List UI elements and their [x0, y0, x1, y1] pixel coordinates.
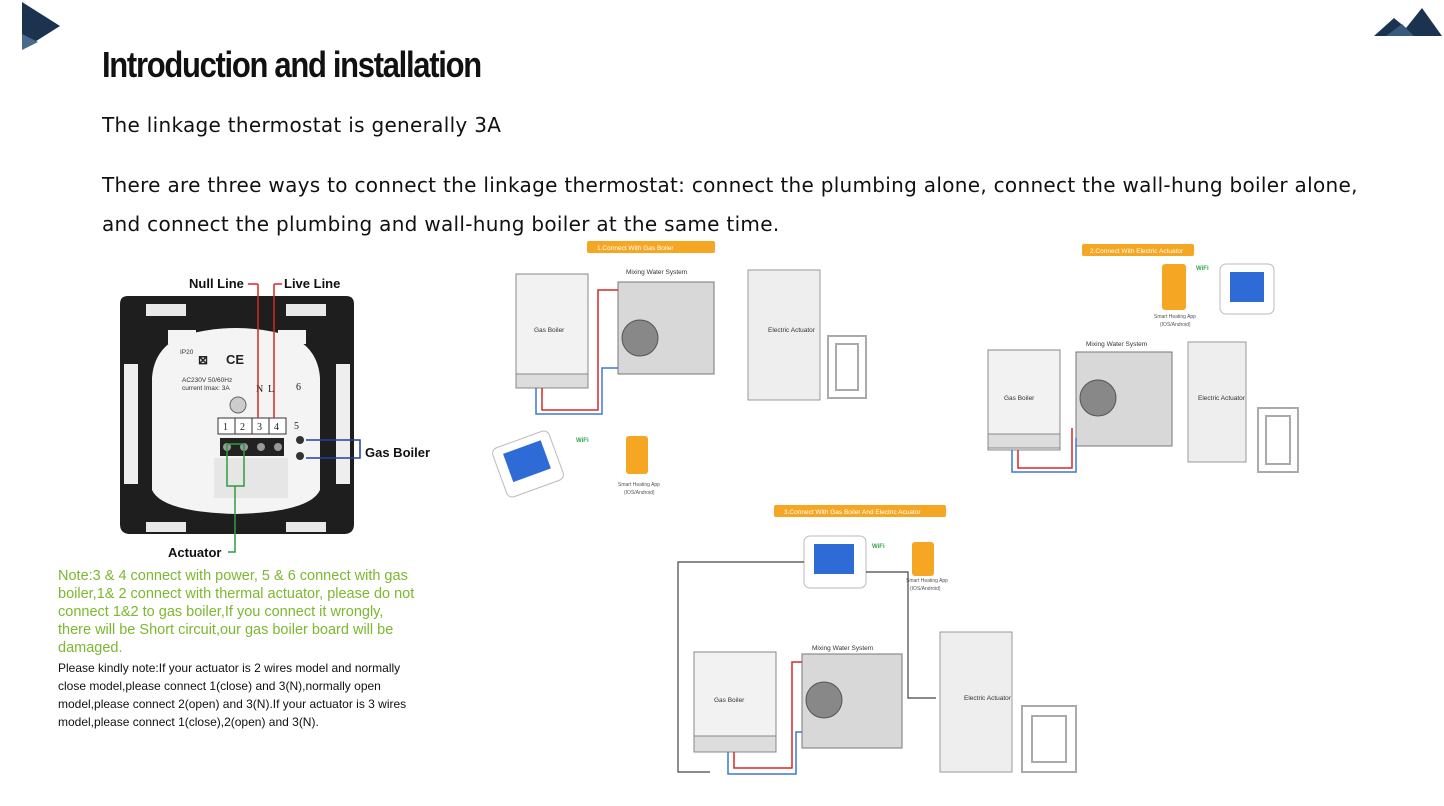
svg-text:(IOS/Android): (IOS/Android) — [624, 490, 655, 496]
mountain-logo-icon — [1374, 8, 1442, 36]
live-line-label: Live Line — [284, 276, 340, 291]
n-label: N — [256, 384, 263, 395]
floor-heating-coil — [1257, 407, 1299, 473]
svg-text:Gas Boiler: Gas Boiler — [534, 327, 565, 334]
gas-boiler-label: Gas Boiler — [365, 445, 430, 460]
ip-rating: IP20 — [180, 349, 194, 356]
phone-app — [626, 436, 648, 474]
manifold — [747, 269, 821, 401]
thermostat-wiring-figure: IP20 ⊠ CE AC230V 50/60Hz current Imax: 3… — [120, 276, 430, 560]
actuator-label: Actuator — [168, 545, 221, 560]
svg-text:WiFi: WiFi — [576, 438, 589, 444]
svg-text:Gas Boiler: Gas Boiler — [1004, 395, 1035, 402]
svg-text:Electric Actuator: Electric Actuator — [768, 327, 816, 334]
svg-text:WiFi: WiFi — [1196, 266, 1209, 272]
manifold — [939, 631, 1013, 773]
gas-boiler-unit — [693, 651, 777, 753]
frame-clip-left — [124, 364, 138, 484]
svg-text:Mixing Water System: Mixing Water System — [1086, 341, 1147, 348]
svg-text:⊠: ⊠ — [198, 353, 208, 367]
svg-text:3.Connect With Gas Boiler And: 3.Connect With Gas Boiler And Electric A… — [784, 509, 921, 516]
l-label: L — [268, 384, 274, 395]
svg-text:(IOS/Android): (IOS/Android) — [1160, 322, 1191, 328]
diagram2-banner — [1082, 244, 1194, 256]
terminal-4: 4 — [274, 422, 279, 433]
phone-app — [912, 542, 934, 576]
null-line-label: Null Line — [189, 276, 244, 291]
svg-text:WiFi: WiFi — [872, 544, 885, 550]
svg-text:Mixing Water System: Mixing Water System — [812, 645, 873, 652]
svg-text:Electric Actuator: Electric Actuator — [1198, 395, 1246, 402]
terminal-2: 2 — [240, 422, 245, 433]
svg-text:(IOS/Android): (IOS/Android) — [910, 586, 941, 592]
svg-text:Mixing Water System: Mixing Water System — [626, 269, 687, 276]
rating-current: current Imax: 3A — [182, 385, 230, 392]
rating-voltage: AC230V 50/60Hz — [182, 377, 232, 384]
screw-icon — [229, 396, 247, 414]
floor-heating-coil — [1021, 705, 1077, 773]
diagram3-banner — [774, 505, 946, 517]
wiring-notes: Note:3 & 4 connect with power, 5 & 6 con… — [58, 567, 418, 731]
gas-boiler-unit — [987, 349, 1061, 451]
terminal-3: 3 — [257, 422, 262, 433]
svg-text:Smart Heating App: Smart Heating App — [1154, 314, 1196, 320]
terminal-6-label: 6 — [296, 382, 301, 393]
gas-boiler-unit — [515, 273, 589, 389]
page-subtitle: The linkage thermostat is generally 3A — [102, 113, 502, 137]
terminal-5-label: 5 — [294, 421, 299, 432]
page-title: Introduction and installation — [102, 44, 482, 85]
wiring-warning-note: Note:3 & 4 connect with power, 5 & 6 con… — [58, 568, 415, 656]
actuator-model-note: Please kindly note:If your actuator is 2… — [58, 661, 407, 729]
svg-text:Gas Boiler: Gas Boiler — [714, 697, 745, 704]
diagram-electric-actuator: 2.Connect With Electric Actuator Smart H… — [987, 244, 1299, 473]
terminal-1: 1 — [223, 422, 228, 433]
svg-text:Smart Heating App: Smart Heating App — [906, 578, 948, 584]
manifold — [1187, 341, 1247, 463]
svg-text:2.Connect With Electric Actuat: 2.Connect With Electric Actuator — [1090, 248, 1184, 255]
svg-text:1.Connect With Gas Boiler: 1.Connect With Gas Boiler — [597, 245, 674, 252]
svg-text:Smart Heating App: Smart Heating App — [618, 482, 660, 488]
diagram-gas-boiler: 1.Connect With Gas Boiler Gas Boiler Mix… — [492, 241, 867, 498]
ce-mark: CE — [226, 352, 244, 367]
phone-app — [1162, 264, 1186, 310]
diagram1-banner — [587, 241, 715, 253]
diagram-gas-boiler-and-actuator: 3.Connect With Gas Boiler And Electric A… — [677, 505, 1077, 775]
play-corner-icon — [22, 2, 60, 50]
intro-paragraph: There are three ways to connect the link… — [102, 173, 1358, 236]
frame-clip-right — [336, 364, 350, 484]
svg-text:Electric Actuator: Electric Actuator — [964, 695, 1012, 702]
floor-heating-coil — [827, 335, 867, 399]
